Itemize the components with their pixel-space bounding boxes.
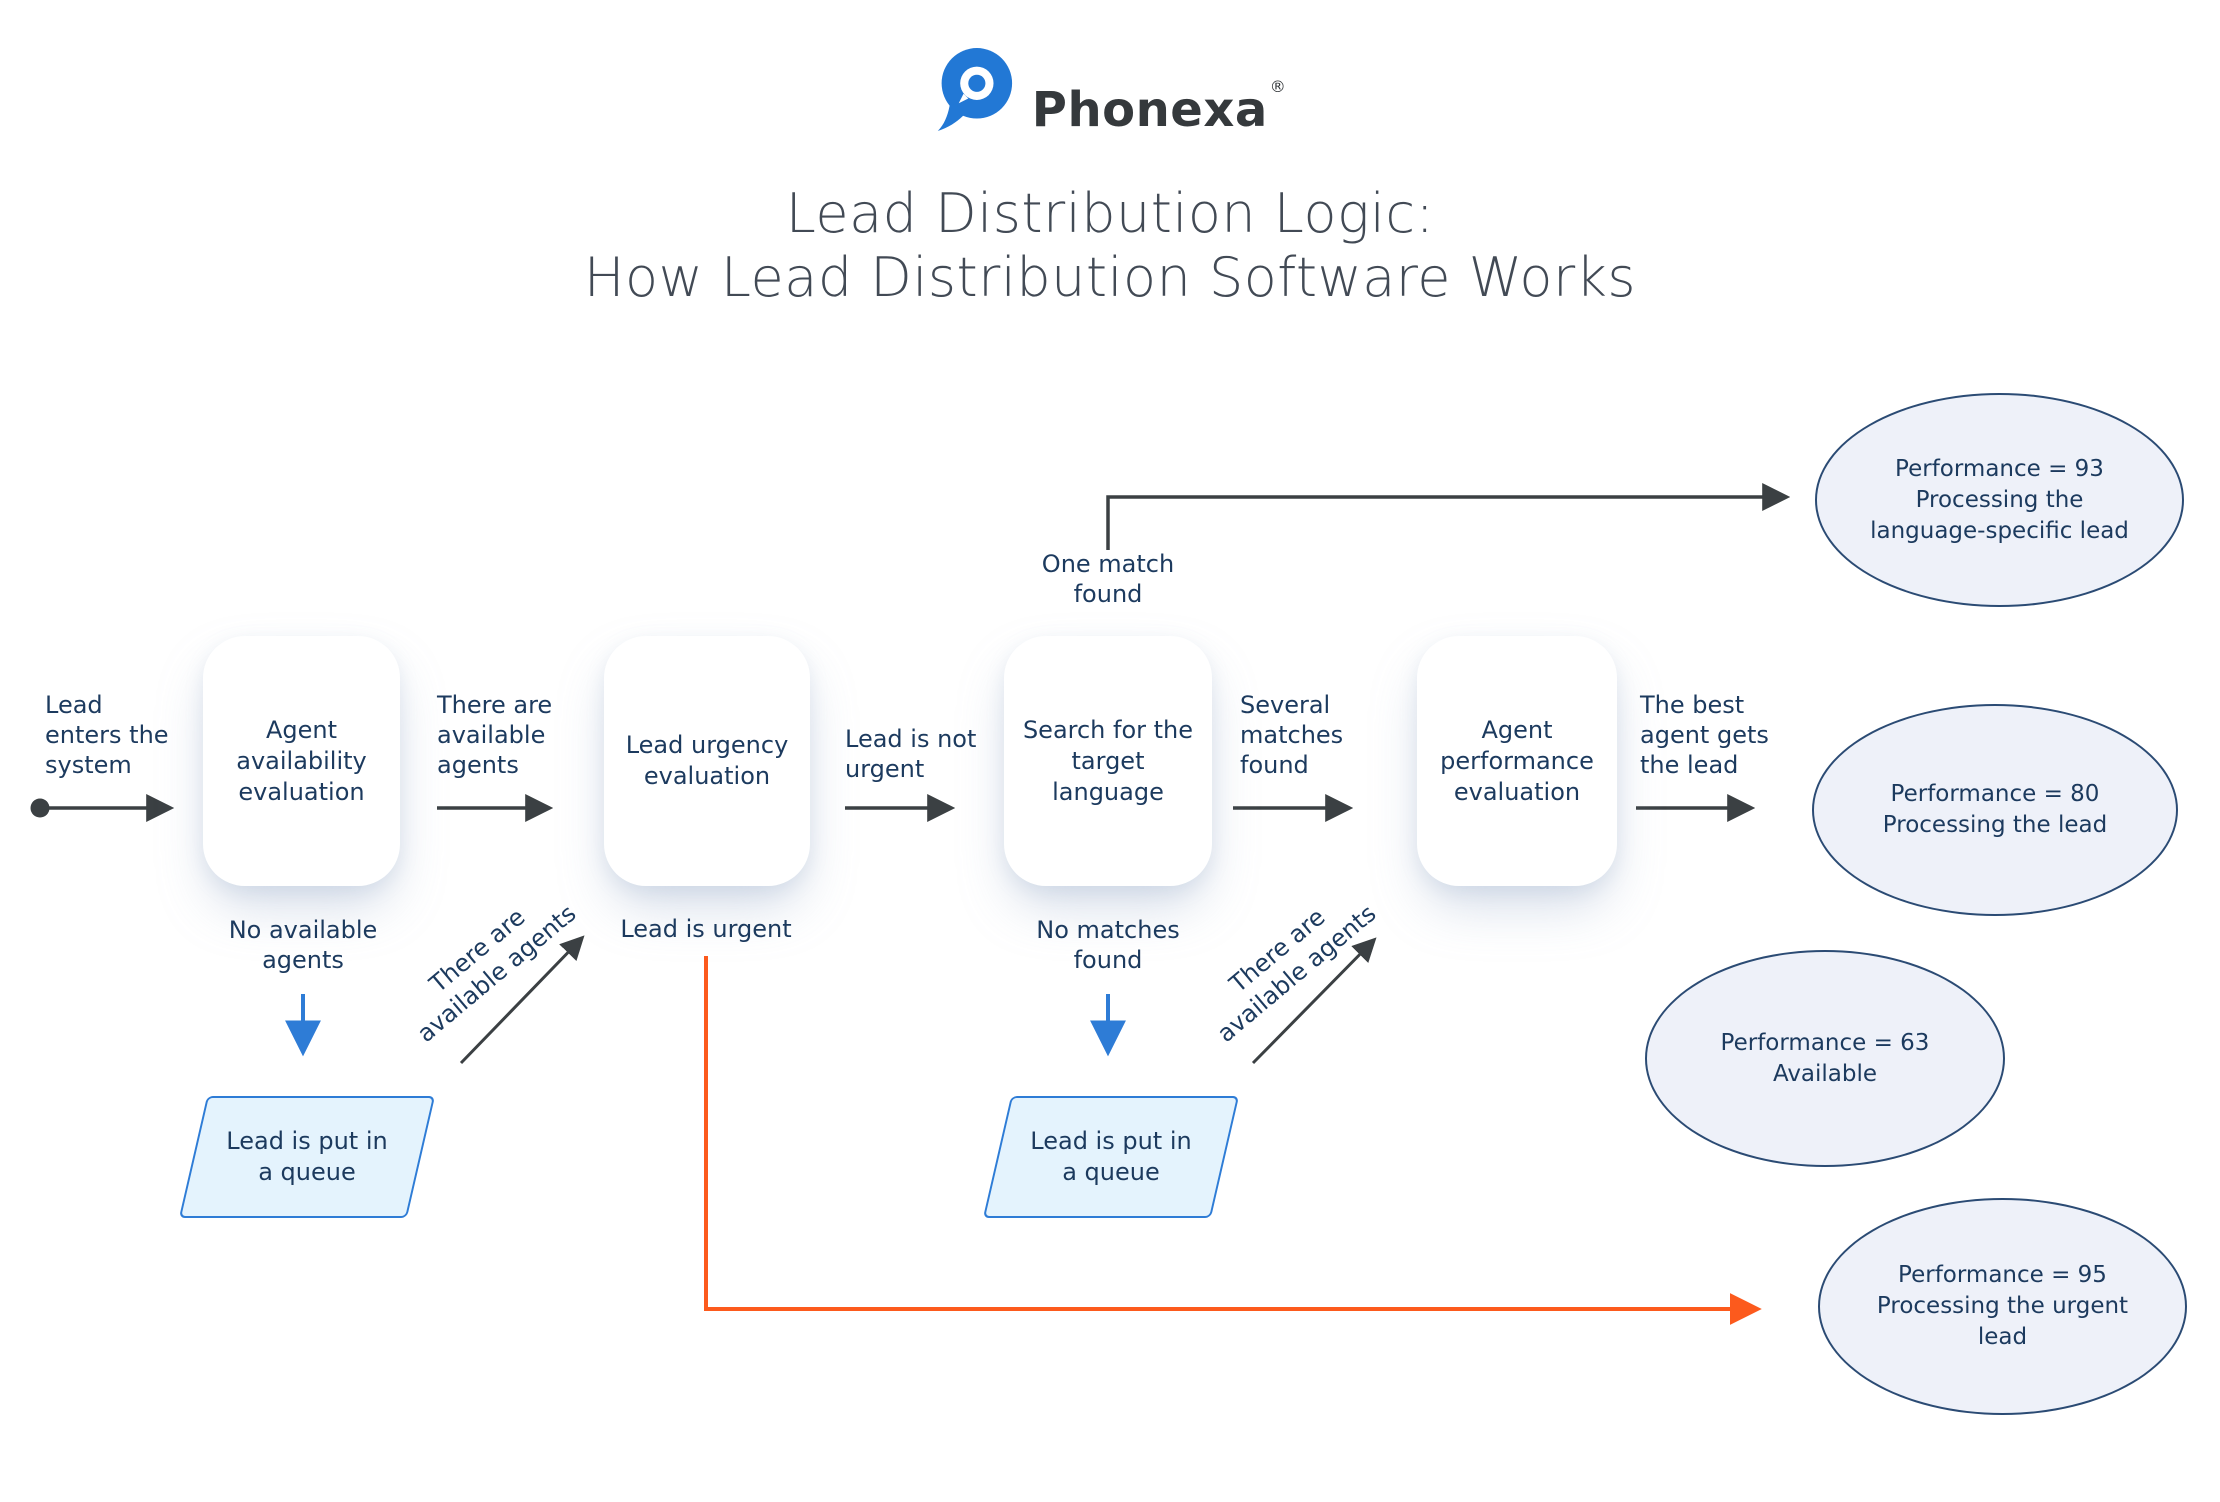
- outcome-performance-93: Performance = 93 Processing the language…: [1815, 393, 2184, 607]
- label-several-matches-found: Several matches found: [1240, 691, 1344, 779]
- label-there-are-available-agents-diag-1: There are available agents: [411, 899, 582, 1048]
- label-there-are-available-agents-1: There are available agents: [437, 691, 553, 779]
- outcome-performance-63: Performance = 63 Available: [1645, 950, 2005, 1167]
- node-lead-urgency-evaluation: Lead urgency evaluation: [604, 636, 810, 886]
- logo: Phonexa®: [0, 44, 2220, 153]
- queue-node-1: Lead is put in a queue: [178, 1096, 436, 1218]
- node-agent-performance-evaluation: Agent performance evaluation: [1417, 636, 1617, 886]
- phonexa-logo-icon: [937, 48, 1012, 131]
- registered-mark: ®: [1269, 77, 1287, 96]
- label-lead-is-urgent: Lead is urgent: [620, 915, 792, 943]
- queue-node-2-label: Lead is put in a queue: [1030, 1127, 1192, 1186]
- node-search-for-target-language: Search for the target language: [1004, 636, 1212, 886]
- label-lead-enters-system: Lead enters the system: [45, 691, 169, 779]
- page-title: Lead Distribution Logic: How Lead Distri…: [583, 182, 1637, 309]
- arrow-one-match-to-outcome-93: [1106, 483, 1791, 550]
- outcome-performance-80: Performance = 80 Processing the lead: [1812, 704, 2178, 916]
- queue-node-2: Lead is put in a queue: [982, 1096, 1240, 1218]
- label-the-best-agent-gets-the-lead: The best agent gets the lead: [1640, 691, 1769, 779]
- start-dot: [30, 798, 50, 818]
- queue-node-1-label: Lead is put in a queue: [226, 1127, 388, 1186]
- brand-name: Phonexa®: [1031, 77, 1287, 138]
- label-there-are-available-agents-diag-2: There are available agents: [1211, 899, 1382, 1048]
- label-one-match-found: One match found: [1041, 550, 1175, 608]
- label-no-available-agents: No available agents: [228, 916, 378, 974]
- label-no-matches-found: No matches found: [1036, 916, 1180, 974]
- node-agent-availability-evaluation: Agent availability evaluation: [203, 636, 400, 886]
- outcome-performance-95: Performance = 95 Processing the urgent l…: [1818, 1198, 2187, 1415]
- label-lead-is-not-urgent: Lead is not urgent: [845, 725, 977, 783]
